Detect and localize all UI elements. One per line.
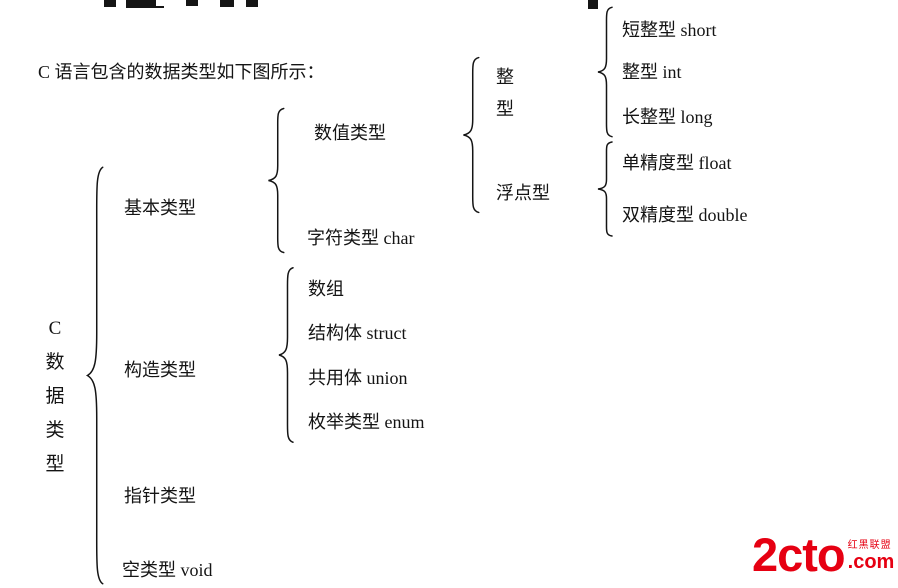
leaf-double: 双精度型 double: [622, 205, 748, 225]
watermark-logo: 2cto 红黑联盟 .com: [752, 528, 895, 581]
node-integer-type: 整 型: [496, 61, 514, 125]
root-char: 据: [45, 386, 65, 407]
leaf-array: 数组: [308, 279, 344, 299]
brace-basic-type: [263, 107, 287, 254]
node-basic-type: 基本类型: [124, 198, 196, 218]
brace-construct-type: [274, 266, 296, 444]
leaf-short: 短整型 short: [622, 20, 717, 40]
leaf-float: 单精度型 float: [622, 153, 732, 173]
watermark-brand: 2cto: [752, 528, 846, 581]
leaf-struct: 结构体 struct: [308, 323, 407, 343]
node-construct-type: 构造类型: [124, 360, 196, 380]
node-float-type: 浮点型: [496, 183, 550, 203]
leaf-union: 共用体 union: [308, 368, 408, 388]
watermark-domain: .com: [847, 550, 895, 573]
node-char-type: 字符类型 char: [307, 228, 415, 248]
brace-root: [82, 163, 106, 588]
root-char: C: [48, 318, 62, 339]
leaf-enum: 枚举类型 enum: [308, 412, 425, 432]
brace-integer-type: [593, 6, 615, 138]
node-pointer-type: 指针类型: [124, 486, 196, 506]
leaf-int: 整型 int: [622, 62, 682, 82]
root-label-c-data-types: C 数 据 类 型: [42, 312, 68, 482]
leaf-long: 长整型 long: [622, 107, 713, 127]
root-char: 数: [45, 352, 65, 373]
watermark-tagline: 红黑联盟: [847, 539, 892, 551]
integer-char: 型: [496, 99, 514, 119]
brace-float-type: [593, 141, 615, 237]
node-void-type: 空类型 void: [122, 560, 213, 580]
integer-char: 整: [496, 67, 514, 87]
brace-numeric-type: [458, 56, 482, 214]
intro-text: C 语言包含的数据类型如下图所示：: [38, 62, 325, 82]
node-numeric-type: 数值类型: [314, 123, 386, 143]
root-char: 类: [45, 420, 65, 441]
root-char: 型: [45, 454, 65, 475]
